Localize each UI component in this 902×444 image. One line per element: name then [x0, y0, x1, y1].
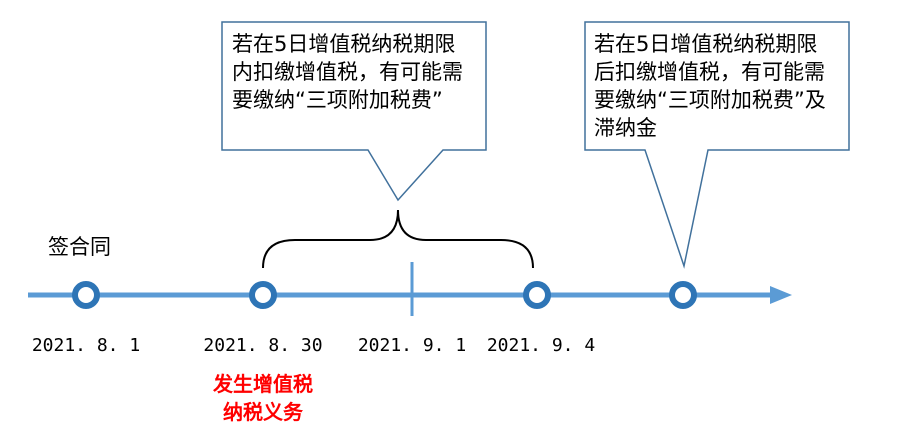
tax-obligation-label: 发生增值税 纳税义务: [198, 370, 328, 426]
timeline-arrow-icon: [770, 286, 792, 304]
date-label-sep4: 2021. 9. 4: [486, 335, 596, 356]
date-label-sep1: 2021. 9. 1: [357, 335, 467, 356]
timeline-node-sep4: [523, 281, 551, 309]
callout-right-text: 若在5日增值税纳税期限后扣缴增值税，有可能需要缴纳“三项附加税费”及滞纳金: [594, 32, 826, 140]
timeline-node-aug30: [249, 281, 277, 309]
tax-obligation-line2: 纳税义务: [223, 400, 303, 424]
timeline-node-after: [669, 281, 697, 309]
callout-box-right: [584, 21, 850, 269]
timeline-node-aug1: [72, 281, 100, 309]
date-label-aug1: 2021. 8. 1: [31, 335, 141, 356]
sign-contract-label: 签合同: [48, 235, 111, 259]
date-label-aug30: 2021. 8. 30: [203, 335, 323, 356]
callout-box-left: [221, 21, 487, 202]
callout-left-text: 若在5日增值税纳税期限内扣缴增值税，有可能需要缴纳“三项附加税费”: [232, 32, 463, 112]
period-brace: [262, 209, 534, 269]
tax-obligation-line1: 发生增值税: [213, 372, 313, 396]
